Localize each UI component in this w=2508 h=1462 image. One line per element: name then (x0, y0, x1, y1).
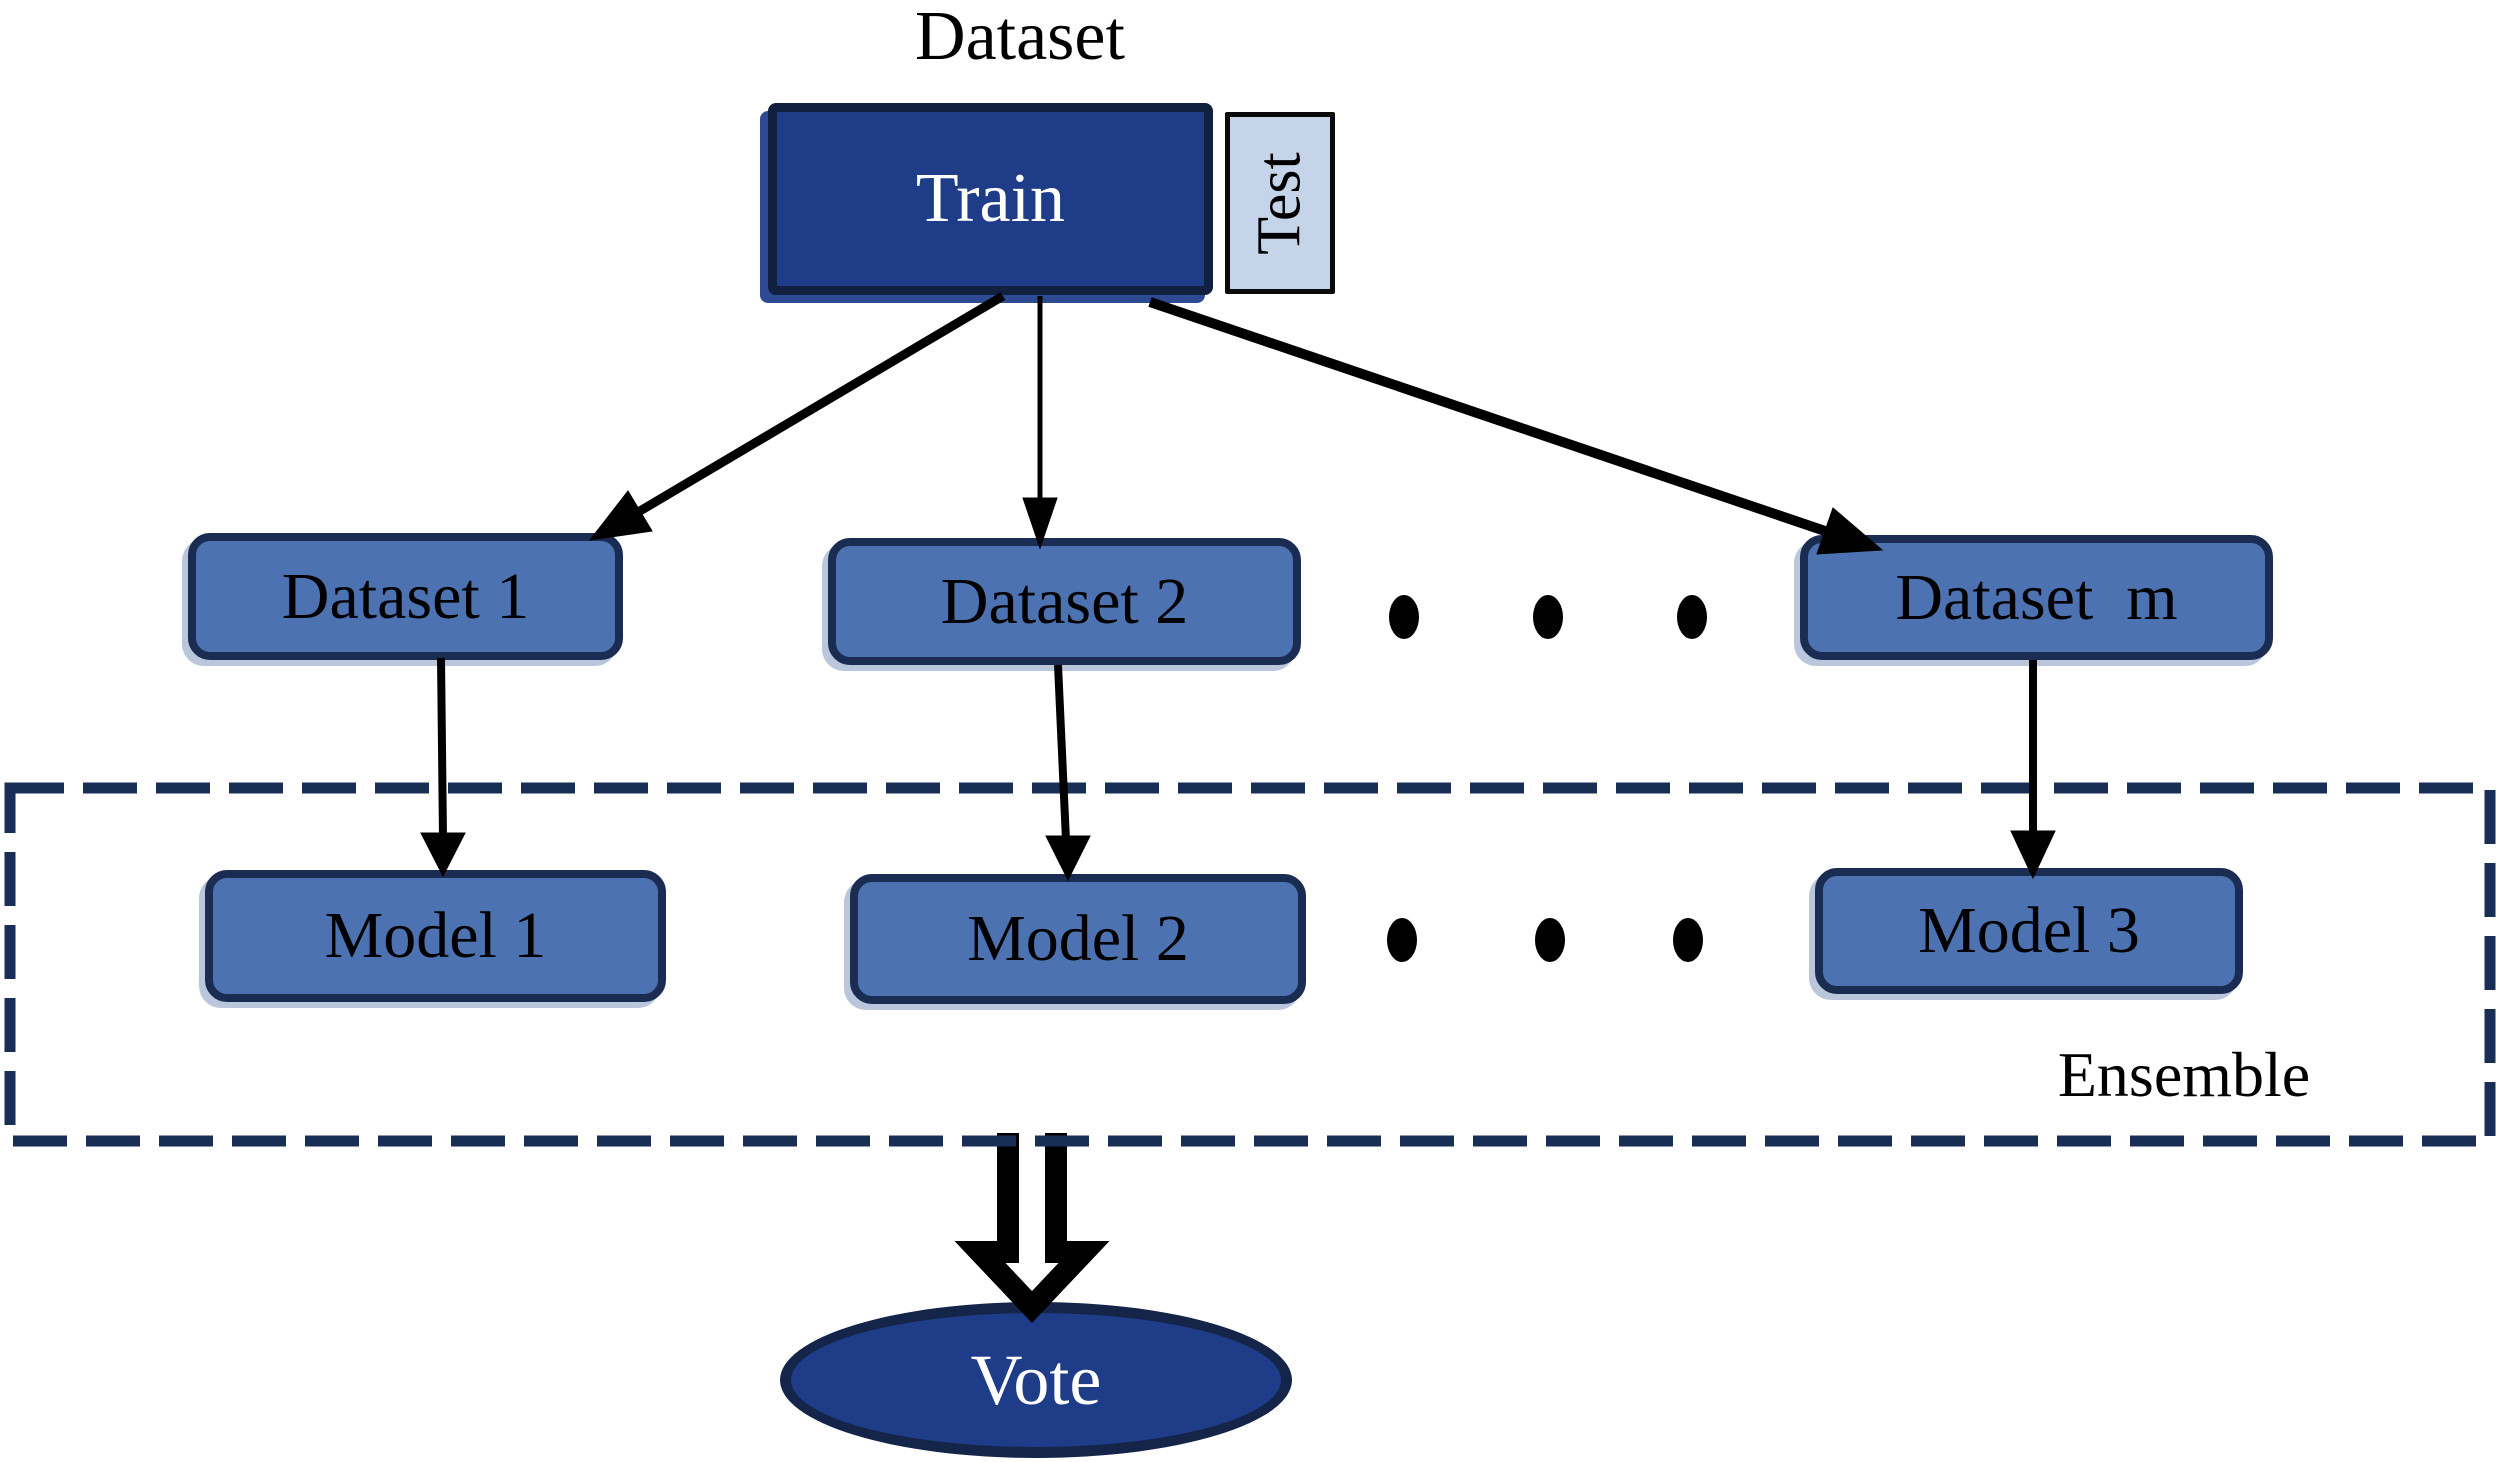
model-3-box: Model 3 (1815, 868, 2243, 994)
dataset-1-label: Dataset 1 (281, 559, 530, 633)
test-box: Test (1225, 112, 1335, 294)
ellipsis-dot (1673, 918, 1703, 962)
dataset-m-box: Dataset m (1800, 535, 2273, 660)
ellipsis-dot (1533, 595, 1563, 639)
ensemble-label: Ensemble (2057, 1039, 2311, 1110)
arrow-train-to-dataset-m (1148, 297, 1884, 555)
test-label: Test (1245, 151, 1314, 255)
ellipsis-dot (1387, 918, 1417, 962)
train-label: Train (915, 160, 1066, 237)
model-3-label: Model 3 (1918, 894, 2140, 967)
model-2-box: Model 2 (850, 874, 1306, 1004)
dataset-m-label: Dataset m (1895, 560, 2178, 634)
model-1-box: Model 1 (205, 870, 666, 1002)
dataset-1-box: Dataset 1 (188, 533, 623, 660)
dataset-2-label: Dataset 2 (940, 564, 1189, 638)
arrow-train-to-dataset-2 (1022, 296, 1058, 550)
vote-label: Vote (970, 1339, 1102, 1420)
ellipsis-dot (1677, 595, 1707, 639)
ellipsis-dot (1389, 595, 1419, 639)
dataset-title: Dataset (915, 0, 1125, 75)
model-1-label: Model 1 (324, 899, 547, 972)
ellipsis-dot (1535, 918, 1565, 962)
vote-ellipse: Vote (780, 1302, 1292, 1458)
arrow-dataset-2-to-model-2 (1045, 664, 1091, 882)
dataset-2-box: Dataset 2 (828, 538, 1301, 665)
arrow-train-to-dataset-1 (588, 292, 1006, 541)
block-arrow-down-icon (954, 1133, 1110, 1324)
model-2-label: Model 2 (967, 902, 1189, 975)
train-box: Train (768, 103, 1213, 295)
arrow-dataset-1-to-model-1 (420, 657, 466, 878)
arrow-dataset-m-to-model-3 (2010, 660, 2056, 880)
